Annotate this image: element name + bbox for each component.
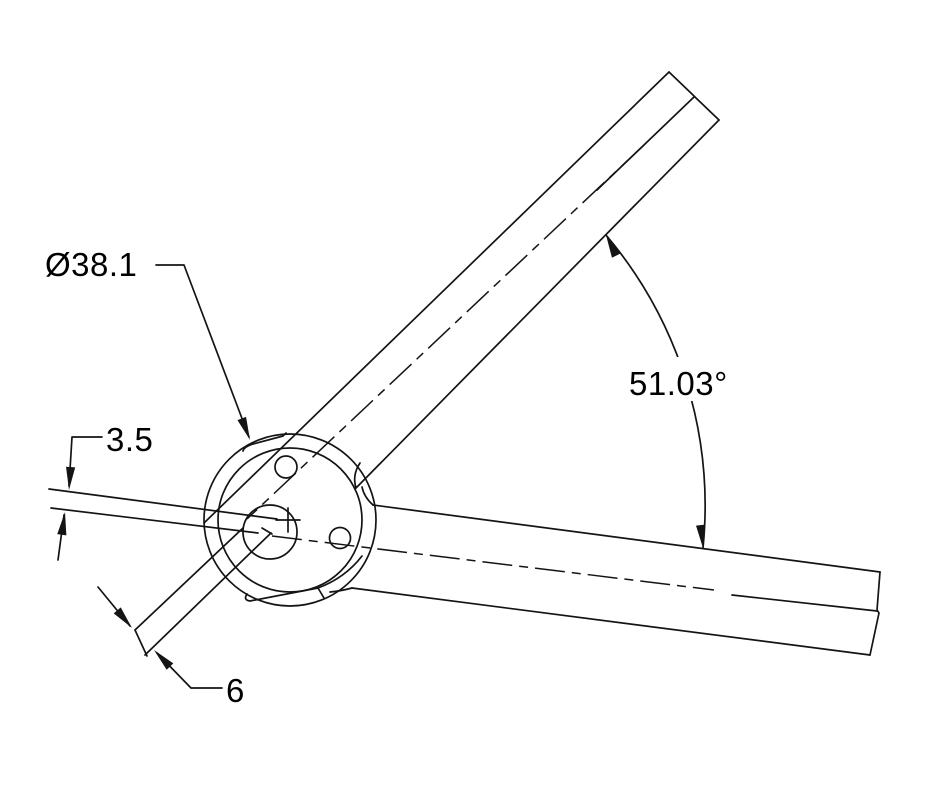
tube-angle-label: 51.03°: [629, 365, 728, 402]
thickness-upper-arrowhead: [64, 466, 76, 491]
lower-tube-bottom-edge: [351, 587, 871, 656]
flat-plate-bottom-edge: [50, 507, 259, 534]
center-mark: [275, 507, 301, 533]
tab-width-label: 6: [226, 672, 245, 709]
tab-end-cap: [134, 629, 148, 657]
lower-tube-end-face: [869, 571, 881, 656]
hub-fillet-lower: [329, 587, 353, 593]
hub-top-hole: [274, 455, 298, 479]
dim-tab-width: 6: [97, 586, 245, 709]
tab-lower-edge: [144, 532, 272, 656]
plate-thickness-label: 3.5: [106, 421, 153, 458]
flat-plate: [48, 488, 278, 534]
tab-width-leader-line: [156, 652, 223, 689]
diameter-leader-line: [155, 264, 250, 438]
upper-tube-centerline: [246, 145, 644, 520]
angle-label-mask: [621, 357, 751, 401]
lower-tube-inner-wall: [731, 594, 878, 612]
lower-tube-top-edge: [372, 504, 881, 573]
tab-upper-edge: [134, 527, 244, 631]
upper-tube: [203, 71, 720, 524]
lower-tube-centerline: [271, 535, 715, 591]
dim-angle: 51.03°: [601, 232, 751, 549]
hub-fillet-right: [361, 486, 374, 506]
hub-diameter-label: Ø38.1: [45, 246, 137, 283]
tab-root-tick: [261, 527, 273, 535]
hub-fillet-upper: [353, 462, 361, 489]
hub-flange: [203, 432, 377, 607]
flat-plate-top-edge: [48, 488, 278, 520]
upper-tube-bottom-edge: [355, 119, 720, 489]
tab-width-lower-arrowhead: [150, 646, 174, 670]
hub-right-hole: [328, 526, 352, 550]
hub-top-slot: [242, 432, 287, 452]
hub-bottom-slot: [244, 555, 363, 602]
dim-diameter: Ø38.1: [45, 246, 255, 442]
diameter-arrowhead: [237, 416, 255, 442]
tab-width-upper-arrowhead: [113, 607, 136, 631]
hub-outer-circle: [203, 433, 377, 607]
thickness-leader-line: [68, 436, 103, 487]
diagonal-tab: [134, 527, 273, 657]
hub-inner-circle: [217, 447, 363, 593]
upper-tube-top-edge: [203, 71, 670, 524]
angle-lower-arrowhead: [696, 524, 708, 549]
dim-plate-thickness: 3.5: [57, 421, 153, 561]
lower-tube: [271, 504, 881, 656]
